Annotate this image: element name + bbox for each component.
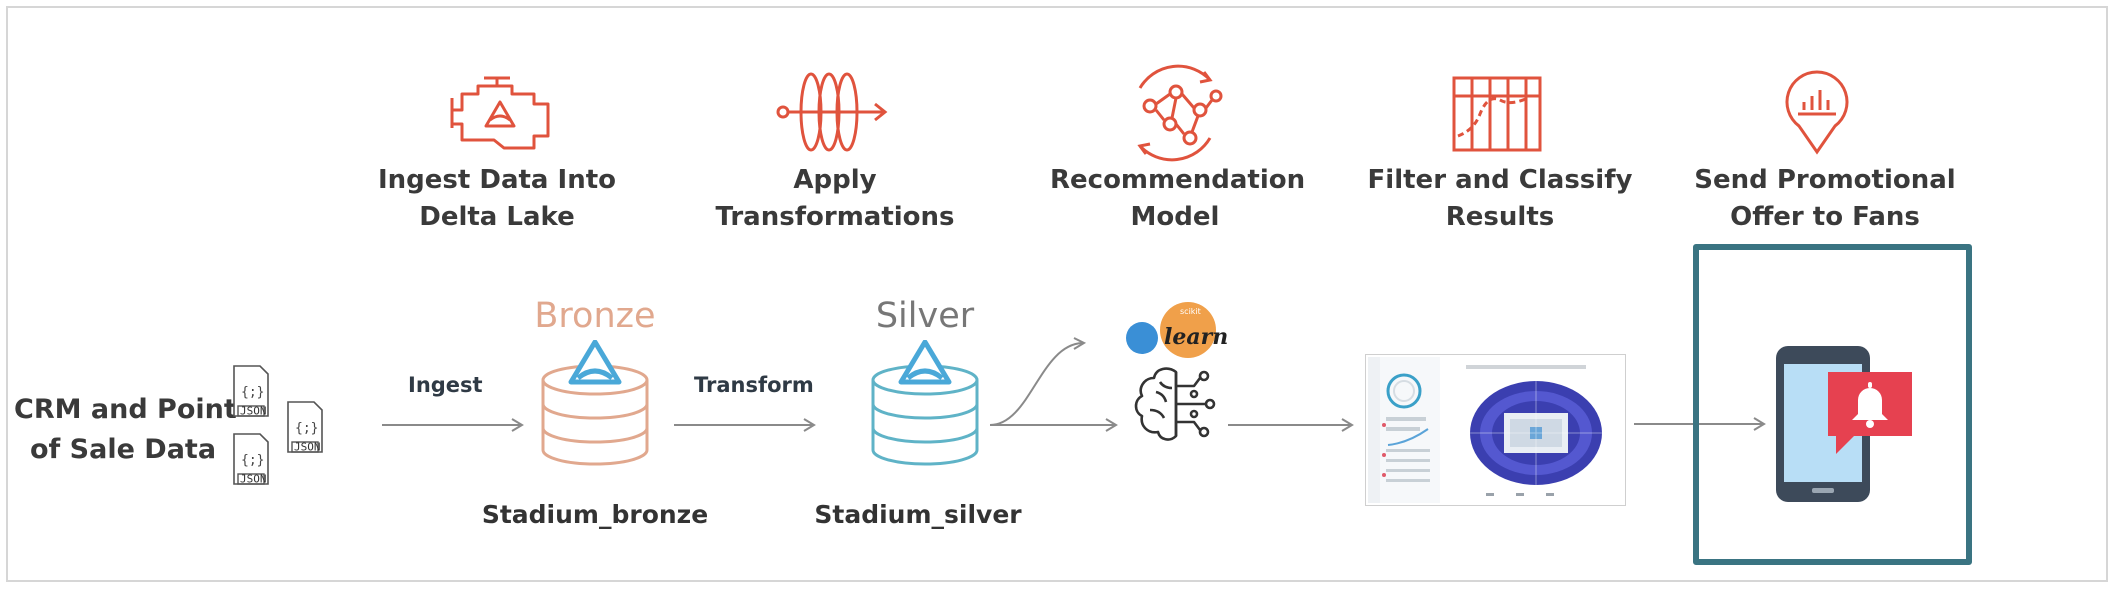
- step-transform-line2: Transformations: [715, 202, 955, 232]
- stadium-dashboard-thumbnail: [1365, 354, 1626, 506]
- step-model-label: Recommendation Model: [1050, 162, 1306, 236]
- svg-text:{;}: {;}: [241, 453, 264, 468]
- json-badge-3: JSON: [240, 473, 267, 486]
- transform-rings-icon: [776, 72, 888, 152]
- json-badge-2: JSON: [294, 441, 321, 454]
- engine-delta-icon: [450, 76, 550, 150]
- arrow-to-model-head: [1105, 418, 1118, 432]
- step-model-line1: Recommendation: [1050, 165, 1306, 195]
- step-filter-line2: Results: [1445, 202, 1555, 232]
- step-offer-line1: Send Promotional: [1694, 165, 1956, 195]
- arrow-to-filter-head: [1341, 418, 1354, 432]
- step-transform-line1: Apply: [793, 165, 877, 195]
- bronze-database-icon: [541, 340, 649, 466]
- send-offer-highlight: [1693, 244, 1972, 565]
- json-badge-1: JSON: [240, 405, 267, 418]
- sklearn-learn-text: learn: [1164, 324, 1228, 350]
- step-ingest-label: Ingest Data Into Delta Lake: [372, 162, 622, 236]
- source-line2: of Sale Data: [29, 434, 217, 465]
- sklearn-small-text: scikit: [1180, 307, 1201, 316]
- svg-text:{;}: {;}: [295, 421, 318, 436]
- bell-icon: [1852, 382, 1888, 428]
- source-line1: CRM and Point: [14, 394, 237, 425]
- step-model-line2: Model: [1130, 202, 1220, 232]
- json-files-icon: {;} {;} {;} JSON JSON JSON: [233, 365, 323, 486]
- source-label: CRM and Point of Sale Data: [14, 390, 237, 470]
- diagram-frame: [6, 6, 2108, 582]
- message-chart-icon: [1785, 70, 1849, 155]
- arrow-ingest-head: [511, 418, 524, 432]
- network-model-icon: [1137, 64, 1223, 162]
- svg-text:{;}: {;}: [241, 385, 264, 400]
- phone-notification-icon: [1776, 346, 1912, 502]
- silver-table-name: Stadium_silver: [814, 500, 1022, 529]
- bronze-tier-label: Bronze: [534, 296, 656, 336]
- arrow-to-sklearn: [989, 342, 1083, 426]
- step-ingest-line2: Delta Lake: [419, 202, 575, 232]
- arrow-to-offer-head: [1753, 417, 1766, 431]
- silver-tier-label: Silver: [875, 296, 975, 336]
- brain-ai-icon: [1134, 367, 1216, 441]
- filter-chart-icon: [1452, 76, 1542, 152]
- scikit-learn-logo: scikit learn: [1126, 302, 1228, 358]
- arrow-ingest-label: Ingest: [408, 373, 483, 397]
- step-filter-line1: Filter and Classify: [1367, 165, 1633, 195]
- step-ingest-line1: Ingest Data Into: [377, 165, 616, 195]
- step-filter-label: Filter and Classify Results: [1365, 162, 1635, 236]
- arrow-transform-head: [803, 418, 816, 432]
- stadium-dashboard-graphic: [1368, 357, 1602, 503]
- step-offer-label: Send Promotional Offer to Fans: [1690, 162, 1960, 236]
- arrow-to-sklearn-head: [1073, 337, 1087, 350]
- bronze-table-name: Stadium_bronze: [481, 500, 709, 529]
- arrow-transform-label: Transform: [694, 373, 814, 397]
- silver-database-icon: [871, 340, 979, 466]
- step-transform-label: Apply Transformations: [710, 162, 960, 236]
- step-offer-line2: Offer to Fans: [1730, 202, 1920, 232]
